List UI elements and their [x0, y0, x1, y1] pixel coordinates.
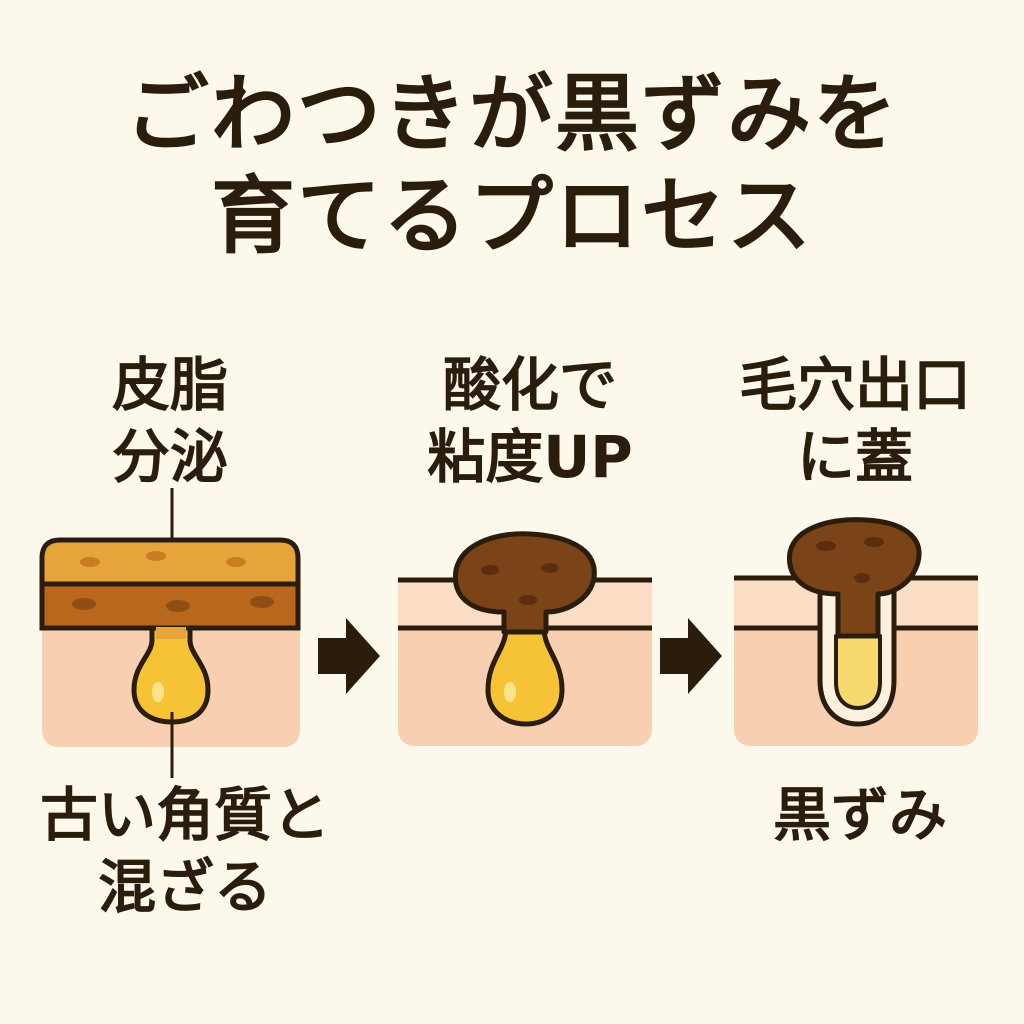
step2-fleck	[481, 565, 499, 575]
step1-panel	[39, 488, 301, 778]
page-title-line1: ごわつきが黒ずみを	[124, 65, 899, 163]
step1-fleck	[80, 557, 100, 567]
step2-sebum-highlight	[504, 682, 516, 702]
step2-top-label-line2: 粘度UP	[427, 423, 633, 491]
step1-fleck	[146, 551, 166, 561]
step3-top-label-line2: に蓋	[796, 423, 913, 491]
step2-top-label-line1: 酸化で	[442, 351, 617, 419]
step3-fleck	[854, 573, 870, 583]
step1-fleck	[166, 600, 190, 612]
step1-fleck	[250, 596, 274, 608]
step1-top-label-line2: 分泌	[111, 423, 228, 491]
step1-bottom-label-line2: 混ざる	[97, 853, 272, 921]
page-title-line2: 育てるプロセス	[210, 167, 813, 265]
step2-fleck	[541, 563, 559, 573]
step3-panel	[734, 517, 978, 746]
step3-sebum	[834, 634, 882, 710]
step1-fleck	[72, 598, 96, 610]
right-arrow-icon	[318, 618, 380, 694]
step2-fleck	[519, 595, 537, 605]
right-arrow-icon	[660, 618, 722, 694]
step1-sebum-highlight	[152, 682, 164, 702]
step1-keratin-upper	[39, 537, 301, 587]
step1-top-label-line1: 皮脂	[111, 351, 228, 419]
step1-fleck	[226, 557, 246, 567]
step2-oxidized-plug	[452, 531, 597, 635]
step2-panel	[398, 531, 652, 746]
step1-bottom-label-line1: 古い角質と	[39, 781, 330, 849]
step3-fleck	[864, 537, 884, 547]
step3-top-label-line1: 毛穴出口	[738, 351, 971, 419]
step1-sebum-neck	[156, 627, 186, 639]
step3-bottom-label: 黒ずみ	[772, 781, 947, 849]
step3-fleck	[816, 541, 836, 551]
